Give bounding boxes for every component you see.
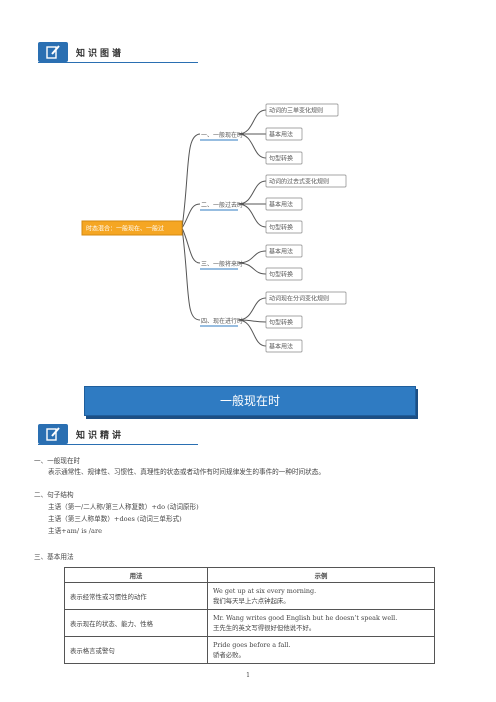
topic-banner: 一般现在时 (84, 386, 416, 416)
connector-branch-4 (181, 227, 201, 321)
table-row: 表示格言或警句 Pride goes before a fall. 骄者必败。 (64, 636, 435, 664)
banner-title: 一般现在时 (219, 394, 280, 408)
branch-label: 四、现在进行时 (201, 317, 243, 325)
connector-branch-2 (181, 203, 201, 229)
pencil-note-icon (38, 42, 68, 62)
leaf-label: 句型转换 (269, 155, 293, 163)
header-underline (38, 444, 198, 445)
example-en: Mr. Wang writes good English but he does… (213, 614, 398, 622)
mind-map: 时态混合：一般现在、一般过 一、一般现在时 二、一般过去时 三、一般将来时 四、… (81, 103, 347, 353)
usage-table: 用法 示例 表示经常性或习惯性的动作 We get up at six ever… (64, 567, 435, 664)
leaf-label: 句型转换 (269, 271, 293, 279)
leaf-label: 基本用法 (269, 343, 293, 351)
usage-cell: 表示经常性或习惯性的动作 (64, 582, 208, 610)
paragraph-1: 表示通常性、规律性、习惯性、真理性的状态或者动作有时间规律发生的事件的一种时间状… (48, 468, 325, 476)
connector-branch-3 (181, 227, 201, 264)
leaf-label: 句型转换 (269, 319, 293, 327)
table-header: 示例 (207, 567, 435, 583)
heading-3: 三、基本用法 (34, 553, 74, 561)
branch-label: 一、一般现在时 (201, 131, 243, 139)
table-row: 表示现在的状态、能力、性格 Mr. Wang writes good Engli… (64, 609, 435, 637)
structure-line-2: 主语（第三人称单数）+does (动词三单形式) (48, 515, 182, 523)
example-cell: Pride goes before a fall. 骄者必败。 (207, 636, 435, 664)
pencil-note-icon (38, 424, 68, 444)
section-title: 知识精讲 (76, 431, 125, 441)
header-underline (38, 62, 198, 63)
leaf-label: 动词的过去式变化规则 (269, 178, 329, 186)
example-cell: Mr. Wang writes good English but he does… (207, 609, 435, 637)
structure-line-3: 主语+am/ is /are (48, 527, 103, 535)
connector-branch-1 (181, 133, 201, 229)
leaf-label: 句型转换 (269, 224, 293, 232)
example-cn: 骄者必败。 (213, 651, 245, 659)
structure-line-1: 主语（第一/二人称/第三人称复数）+do (动词原形) (48, 503, 199, 511)
root-node (81, 220, 183, 236)
branch-label: 三、一般将来时 (201, 260, 243, 268)
table-header-row: 用法 示例 (64, 567, 435, 583)
example-cn: 王先生的英文写得很好但他说不好。 (213, 624, 316, 632)
heading-1: 一、一般现在时 (34, 457, 81, 465)
usage-cell: 表示现在的状态、能力、性格 (64, 609, 208, 637)
page-number: 1 (246, 672, 250, 679)
example-cell: We get up at six every morning. 我们每天早上六点钟… (207, 582, 435, 610)
root-node-label: 时态混合：一般现在、一般过 (86, 225, 164, 233)
heading-2: 二、句子结构 (34, 491, 74, 499)
section-header-knowledge-explain: 知识精讲 (38, 424, 198, 445)
leaf-label: 基本用法 (269, 201, 293, 209)
usage-cell: 表示格言或警句 (64, 636, 208, 664)
section-header-knowledge-map: 知识图谱 (38, 42, 198, 63)
leaf-label: 基本用法 (269, 248, 293, 256)
leaf-label: 动词的三单变化规则 (269, 107, 323, 115)
example-en: Pride goes before a fall. (213, 641, 291, 649)
branch-label: 二、一般过去时 (201, 201, 243, 209)
table-row: 表示经常性或习惯性的动作 We get up at six every morn… (64, 582, 435, 610)
example-cn: 我们每天早上六点钟起床。 (213, 597, 290, 605)
example-en: We get up at six every morning. (213, 587, 317, 595)
leaf-label: 基本用法 (269, 131, 293, 139)
table-header: 用法 (64, 567, 208, 583)
section-title: 知识图谱 (76, 49, 125, 59)
leaf-label: 动词现在分词变化规则 (269, 295, 329, 303)
